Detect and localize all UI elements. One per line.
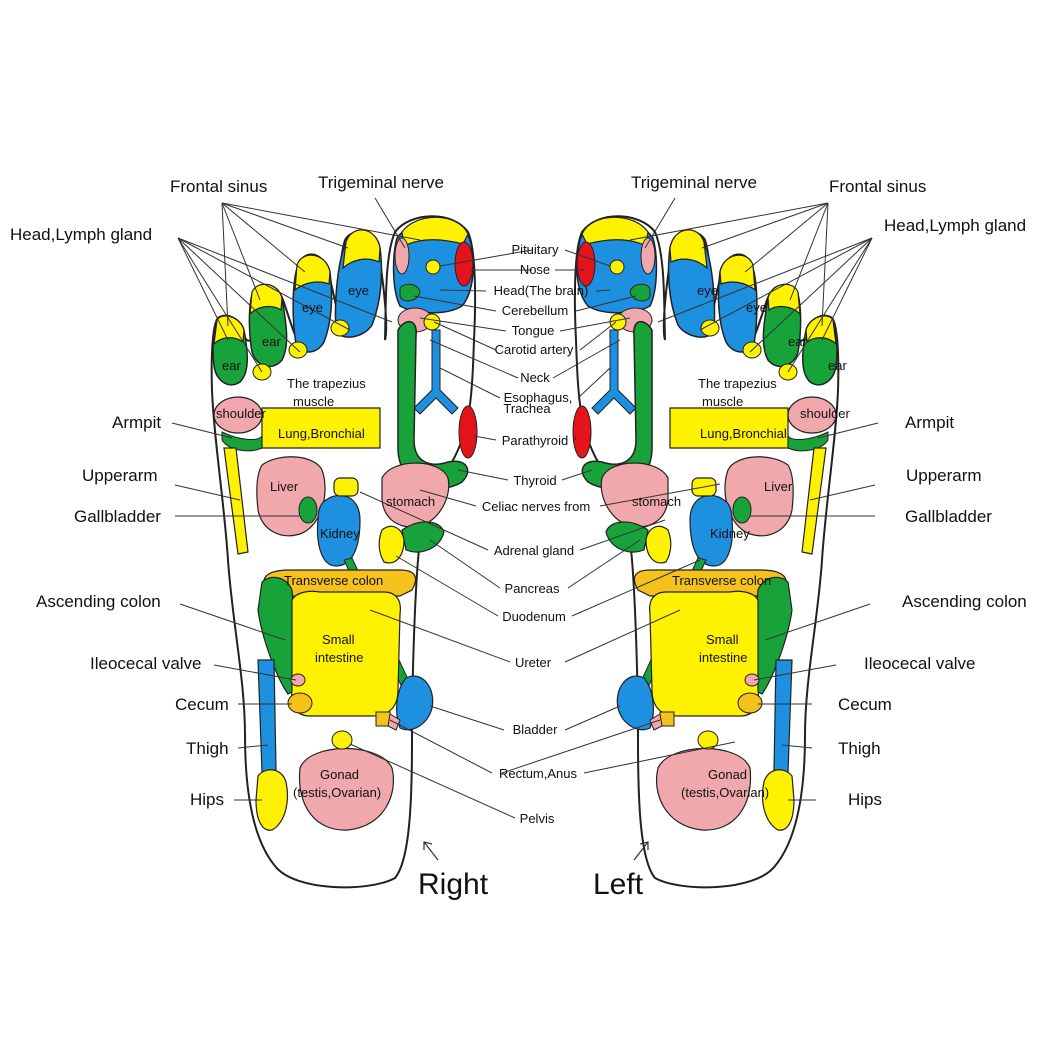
label-hips: Hips xyxy=(190,790,224,809)
label-armpit-left: Armpit xyxy=(905,413,954,432)
label-adrenal-gland: Adrenal gland xyxy=(494,543,574,558)
label-celiac-nerves: Celiac nerves from xyxy=(482,499,590,514)
label-ureter: Ureter xyxy=(515,655,552,670)
right-side-labels: Frontal sinus Trigeminal nerve Head,Lymp… xyxy=(10,173,444,809)
inner-shoulder-left: shoulder xyxy=(800,406,851,421)
inner-small-1: Small xyxy=(322,632,355,647)
caption-right: Right xyxy=(418,868,489,901)
label-ascending-colon: Ascending colon xyxy=(36,592,161,611)
label-duodenum: Duodenum xyxy=(502,609,566,624)
inner-ear-2: ear xyxy=(222,358,241,373)
inner-lung: Lung,Bronchial xyxy=(278,426,365,441)
label-ascending-colon-left: Ascending colon xyxy=(902,592,1027,611)
label-upperarm: Upperarm xyxy=(82,466,158,485)
label-cecum: Cecum xyxy=(175,695,229,714)
label-rectum-anus: Rectum,Anus xyxy=(499,766,578,781)
label-head-lymph-gland-left: Head,Lymph gland xyxy=(884,216,1026,235)
inner-kidney: Kidney xyxy=(320,526,360,541)
label-cecum-left: Cecum xyxy=(838,695,892,714)
inner-trapezius-2: muscle xyxy=(293,394,334,409)
inner-lung-left: Lung,Bronchial xyxy=(700,426,787,441)
label-pelvis: Pelvis xyxy=(520,811,555,826)
inner-stomach: stomach xyxy=(386,494,435,509)
label-cerebellum: Cerebellum xyxy=(502,303,568,318)
leader-lines xyxy=(171,197,879,819)
label-bladder: Bladder xyxy=(513,722,558,737)
label-nose: Nose xyxy=(520,262,550,277)
inner-liver: Liver xyxy=(270,479,299,494)
inner-small-2-left: intestine xyxy=(699,650,747,665)
inner-gonad-2-left: (testis,Ovarian) xyxy=(681,785,769,800)
inner-gonad-1: Gonad xyxy=(320,767,359,782)
label-thyroid: Thyroid xyxy=(513,473,556,488)
label-ileocecal-valve-left: Ileocecal valve xyxy=(864,654,976,673)
label-ileocecal-valve: Ileocecal valve xyxy=(90,654,202,673)
inner-liver-left: Liver xyxy=(764,479,793,494)
label-thigh-left: Thigh xyxy=(838,739,881,758)
label-thigh: Thigh xyxy=(186,739,229,758)
inner-ear-1-left: ear xyxy=(788,334,807,349)
label-trigeminal-nerve: Trigeminal nerve xyxy=(318,173,444,192)
label-head-lymph-gland: Head,Lymph gland xyxy=(10,225,152,244)
inner-eye-2: eye xyxy=(302,300,323,315)
inner-eye-2-left: eye xyxy=(746,300,767,315)
inner-transverse-colon-left: Transverse colon xyxy=(672,573,771,588)
inner-gonad-2: (testis,Ovarian) xyxy=(293,785,381,800)
inner-ear-2-left: ear xyxy=(828,358,847,373)
inner-gonad-1-left: Gonad xyxy=(708,767,747,782)
label-carotid-artery: Carotid artery xyxy=(495,342,574,357)
inner-ear-1: ear xyxy=(262,334,281,349)
label-trigeminal-nerve-left: Trigeminal nerve xyxy=(631,173,757,192)
inner-trapezius-1: The trapezius xyxy=(287,376,366,391)
center-labels: Pituitary Nose Head(The brain) Cerebellu… xyxy=(482,242,590,826)
label-gallbladder: Gallbladder xyxy=(74,507,161,526)
inner-small-1-left: Small xyxy=(706,632,739,647)
inner-kidney-left: Kidney xyxy=(710,526,750,541)
label-armpit: Armpit xyxy=(112,413,161,432)
inner-eye-1: eye xyxy=(348,283,369,298)
label-frontal-sinus: Frontal sinus xyxy=(170,177,267,196)
label-neck: Neck xyxy=(520,370,550,385)
right-foot-inner-labels: eye eye ear ear The trapezius muscle sho… xyxy=(216,283,435,800)
caption-arrows xyxy=(423,841,649,861)
label-pituitary: Pituitary xyxy=(512,242,559,257)
label-gallbladder-left: Gallbladder xyxy=(905,507,992,526)
label-upperarm-left: Upperarm xyxy=(906,466,982,485)
label-pancreas: Pancreas xyxy=(505,581,560,596)
left-foot-inner-labels: eye eye ear ear The trapezius muscle sho… xyxy=(632,283,851,800)
label-head-brain: Head(The brain) xyxy=(494,283,589,298)
label-frontal-sinus-left: Frontal sinus xyxy=(829,177,926,196)
inner-shoulder: shoulder xyxy=(216,406,267,421)
inner-trapezius-1-left: The trapezius xyxy=(698,376,777,391)
inner-small-2: intestine xyxy=(315,650,363,665)
label-trachea: Trachea xyxy=(503,401,551,416)
label-tongue: Tongue xyxy=(512,323,555,338)
label-esophagus: Esophagus, xyxy=(504,390,573,405)
inner-trapezius-2-left: muscle xyxy=(702,394,743,409)
inner-stomach-left: stomach xyxy=(632,494,681,509)
inner-eye-1-left: eye xyxy=(697,283,718,298)
caption-left: Left xyxy=(593,868,644,901)
label-parathyroid: Parathyroid xyxy=(502,433,568,448)
left-side-labels: Frontal sinus Trigeminal nerve Head,Lymp… xyxy=(631,173,1027,809)
label-hips-left: Hips xyxy=(848,790,882,809)
inner-transverse-colon: Transverse colon xyxy=(284,573,383,588)
